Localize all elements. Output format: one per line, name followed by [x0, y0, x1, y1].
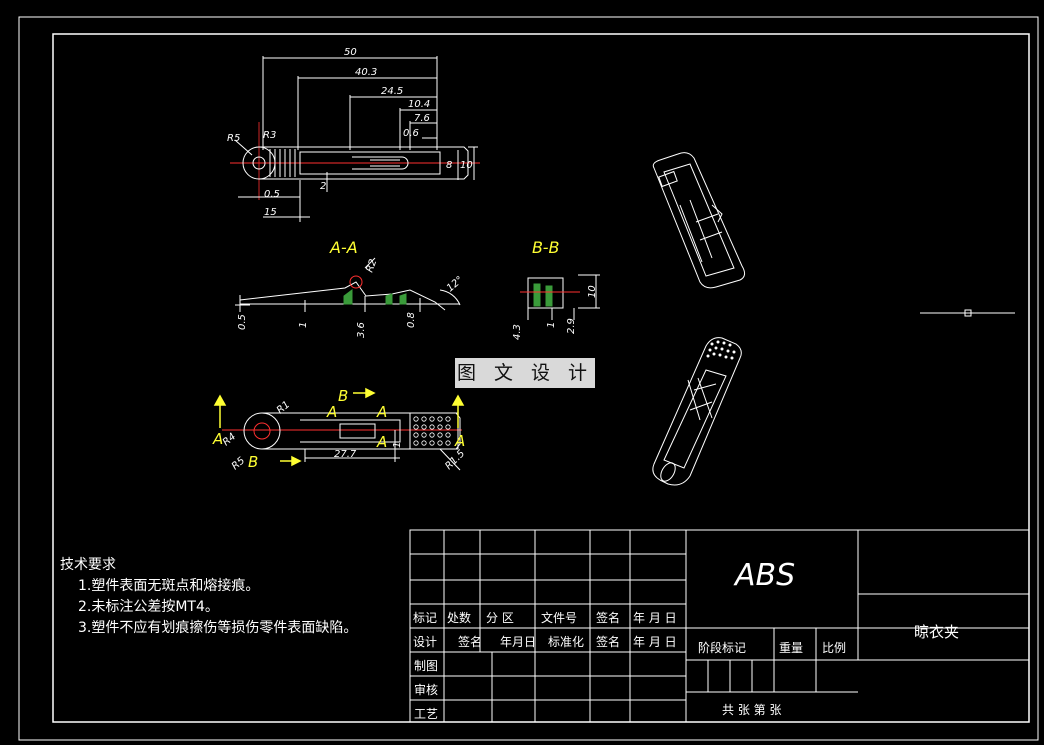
svg-text:0.6: 0.6 [403, 128, 419, 139]
tb-design: 设计 [413, 635, 438, 649]
outer-border [18, 16, 1039, 741]
tb-zone: 分 区 [486, 611, 514, 625]
tb-sign: 签名 [596, 611, 621, 625]
svg-text:10: 10 [460, 160, 473, 171]
tb-weight: 重量 [779, 641, 804, 655]
svg-text:R2: R2 [364, 258, 379, 274]
tb-mark: 标记 [413, 611, 438, 625]
tb-date-3: 年 月 日 [633, 635, 677, 649]
tb-date-2: 年月日 [500, 635, 537, 649]
note-item: 2.未标注公差按MT4。 [78, 599, 219, 615]
tb-date: 年 月 日 [633, 611, 677, 625]
material-label: ABS [733, 558, 795, 593]
svg-text:7.6: 7.6 [414, 113, 430, 124]
watermark-badge: 图 文 设 计 [455, 358, 595, 388]
axis-marker [920, 309, 1015, 317]
tb-sign-3: 签名 [596, 635, 621, 649]
svg-text:0.5: 0.5 [264, 189, 280, 200]
tb-file-no: 文件号 [541, 611, 578, 625]
section-cut-markers [213, 387, 465, 467]
svg-text:R4: R4 [221, 431, 238, 448]
note-item: 1.塑件表面无斑点和熔接痕。 [78, 578, 260, 594]
isometric-view-bottom [652, 337, 742, 486]
section-bb-view [520, 274, 600, 320]
svg-text:B: B [338, 387, 348, 405]
tb-scale: 比例 [822, 641, 847, 655]
svg-text:1: 1 [546, 322, 557, 328]
isometric-view-top [652, 152, 746, 289]
isometric-grip-texture [706, 340, 736, 360]
svg-text:R1: R1 [275, 399, 292, 416]
section-aa-label: A-A [329, 238, 358, 257]
note-item: 3.塑件不应有划痕擦伤等损伤零件表面缺陷。 [78, 620, 358, 636]
section-bb-dimensions: 10 4.3 1 2.9 [512, 285, 598, 340]
svg-text:0.8: 0.8 [406, 312, 417, 328]
tb-stage-mark: 阶段标记 [698, 641, 747, 655]
tb-count: 处数 [447, 611, 472, 625]
svg-text:R3: R3 [263, 130, 276, 141]
tb-review: 审核 [414, 683, 439, 697]
knurled-grip-pattern [413, 416, 451, 446]
svg-text:0.5: 0.5 [237, 314, 248, 330]
svg-text:A: A [454, 432, 465, 450]
svg-text:A: A [376, 433, 387, 451]
svg-text:10.4: 10.4 [408, 99, 430, 110]
svg-text:R1.5: R1.5 [443, 448, 467, 472]
part-name: 晾衣夹 [914, 623, 960, 641]
svg-text:40.3: 40.3 [355, 67, 377, 78]
tb-standard: 标准化 [548, 635, 585, 649]
tb-sign-2: 签名 [458, 635, 483, 649]
svg-text:24.5: 24.5 [381, 86, 403, 97]
svg-text:1: 1 [392, 442, 403, 448]
tb-drawing: 制图 [414, 659, 439, 673]
title-block-grid [409, 529, 1030, 723]
svg-text:A: A [212, 430, 223, 448]
technical-notes: 技术要求 1.塑件表面无斑点和熔接痕。 2.未标注公差按MT4。 3.塑件不应有… [60, 555, 357, 639]
svg-text:2.9: 2.9 [566, 318, 577, 334]
svg-text:50: 50 [344, 47, 357, 58]
svg-text:3.6: 3.6 [356, 322, 367, 338]
svg-text:8: 8 [446, 160, 452, 171]
svg-text:10: 10 [587, 285, 598, 298]
svg-text:12°: 12° [445, 274, 466, 294]
notes-heading: 技术要求 [60, 557, 116, 573]
svg-text:R5: R5 [230, 455, 247, 472]
svg-text:R5: R5 [227, 133, 240, 144]
front-view [222, 412, 462, 471]
svg-text:15: 15 [264, 207, 277, 218]
top-view-dimensions: 50 40.3 24.5 10.4 7.6 0.6 R5 R3 0.5 15 2… [227, 47, 473, 218]
svg-text:A: A [326, 403, 337, 421]
section-aa-view [235, 257, 461, 312]
svg-text:4.3: 4.3 [512, 324, 523, 340]
tb-sheet-info: 共 张 第 张 [722, 703, 782, 717]
top-view [230, 56, 480, 222]
tb-process: 工艺 [414, 707, 439, 721]
svg-text:B: B [248, 453, 258, 471]
svg-text:1: 1 [298, 322, 309, 328]
svg-text:2: 2 [320, 181, 326, 192]
section-bb-label: B-B [532, 238, 559, 257]
svg-text:A: A [376, 403, 387, 421]
svg-text:27.7: 27.7 [334, 449, 357, 460]
